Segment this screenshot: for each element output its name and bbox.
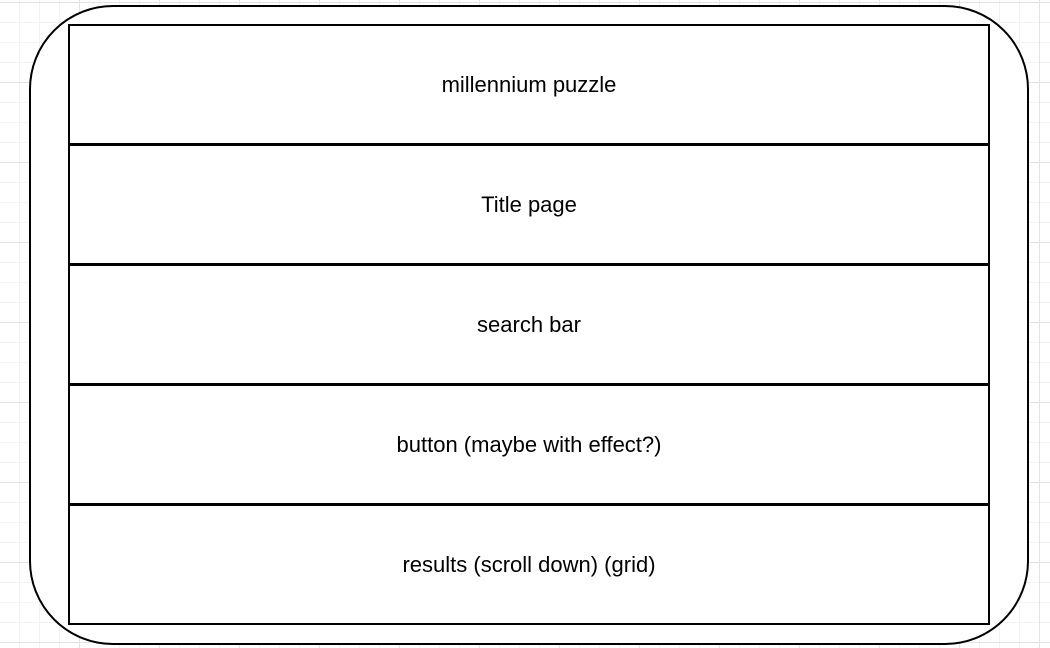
- wireframe-block-stack: millennium puzzle Title page search bar …: [68, 24, 990, 625]
- block-title-page-label: Title page: [481, 191, 577, 217]
- block-search-bar-label: search bar: [477, 311, 581, 337]
- block-results-label: results (scroll down) (grid): [402, 551, 656, 577]
- block-results: results (scroll down) (grid): [68, 504, 990, 625]
- block-search-bar: search bar: [68, 264, 990, 385]
- block-header-label: millennium puzzle: [441, 71, 617, 97]
- block-button-label: button (maybe with effect?): [396, 431, 662, 457]
- block-title-page: Title page: [68, 144, 990, 265]
- block-button: button (maybe with effect?): [68, 384, 990, 505]
- block-header: millennium puzzle: [68, 24, 990, 145]
